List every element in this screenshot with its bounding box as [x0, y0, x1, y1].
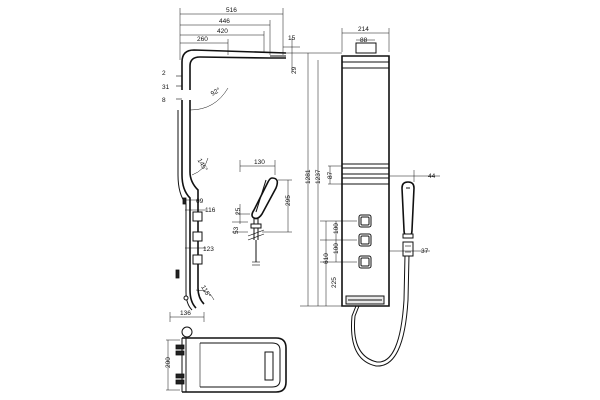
dim-420: 420 — [217, 28, 228, 35]
dim-260: 260 — [197, 36, 208, 43]
dim-116: 116 — [205, 207, 216, 214]
dim-31: 31 — [162, 84, 170, 91]
dim-446: 446 — [219, 18, 230, 25]
dim-130: 130 — [254, 159, 265, 166]
dim-1281: 1281 — [305, 169, 312, 184]
hand-shower — [401, 181, 415, 237]
plan-view: 200 — [165, 326, 287, 393]
dim-225: 225 — [331, 277, 338, 288]
dim-295: 295 — [285, 195, 292, 206]
angle-92: 92° — [209, 86, 222, 98]
bottom-dimension: 136 — [169, 310, 205, 322]
dim-2: 2 — [162, 70, 166, 77]
hand-shower-holder — [402, 241, 414, 257]
front-view: 214 88 1281 1237 87 — [300, 26, 440, 367]
dim-610: 610 — [323, 253, 330, 264]
dim-69: 69 — [196, 198, 204, 205]
top-dimensions: 516 446 420 260 15 29 — [179, 7, 300, 74]
dim-87: 87 — [327, 171, 334, 179]
shower-hose — [351, 254, 410, 367]
side-view: 516 446 420 260 15 29 2 31 — [162, 7, 300, 322]
dim-100-upper: 100 — [333, 223, 340, 234]
dim-44: 44 — [428, 173, 436, 180]
dim-53: 53 — [233, 226, 240, 234]
dim-200: 200 — [165, 357, 172, 368]
hand-shower-detail: 130 295 25 53 — [232, 159, 292, 266]
top-connector — [355, 42, 377, 54]
side-column: 2 31 8 92° 145° 69 116 123 — [162, 49, 287, 311]
dim-8: 8 — [162, 97, 166, 104]
dim-136: 136 — [180, 310, 191, 317]
dim-37: 37 — [421, 248, 429, 255]
dim-100-lower: 100 — [333, 243, 340, 254]
dim-214: 214 — [358, 26, 369, 33]
dim-1237: 1237 — [315, 169, 322, 184]
dim-29: 29 — [291, 66, 298, 74]
angle-115: 115° — [199, 284, 213, 300]
dim-516: 516 — [226, 7, 237, 14]
dim-25: 25 — [235, 207, 242, 215]
dim-123: 123 — [203, 246, 214, 253]
dim-15: 15 — [288, 35, 296, 42]
dim-88: 88 — [360, 37, 368, 44]
